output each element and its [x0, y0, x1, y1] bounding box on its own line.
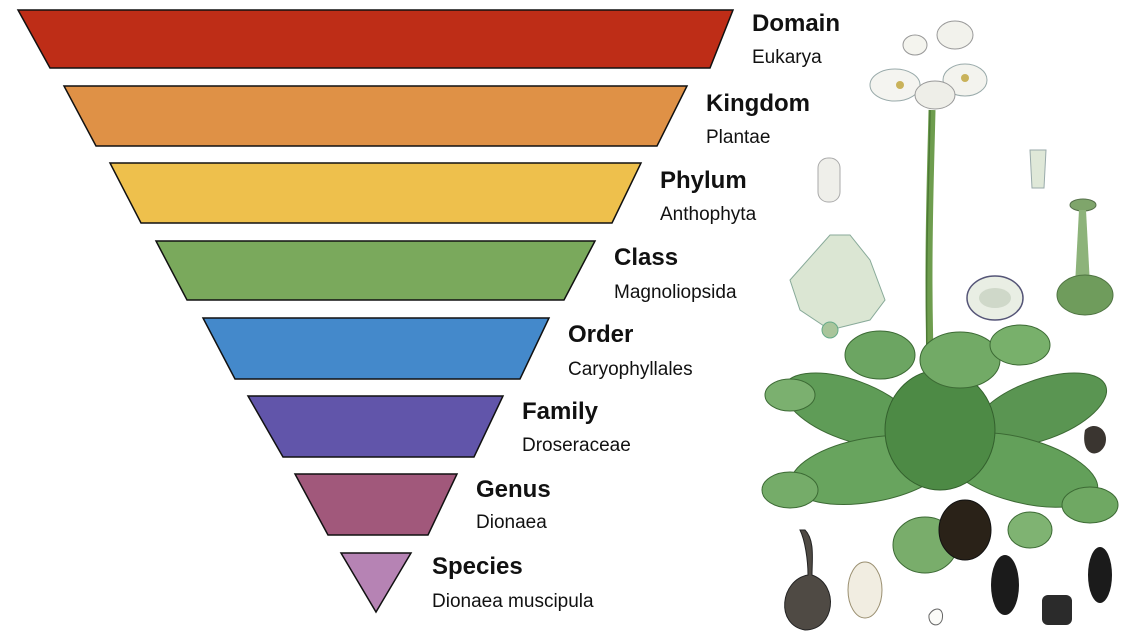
- rank-value-order: Caryophyllales: [568, 360, 693, 379]
- pyramid-band-species: [341, 553, 411, 612]
- pyramid-band-kingdom: [64, 86, 687, 146]
- rank-name-phylum: Phylum: [660, 169, 747, 193]
- venus-flytrap-illustration: [755, 0, 1136, 639]
- pyramid-band-domain: [18, 10, 733, 68]
- rank-value-genus: Dionaea: [476, 513, 547, 532]
- rank-value-phylum: Anthophyta: [660, 205, 756, 224]
- rank-name-genus: Genus: [476, 478, 551, 502]
- rank-value-species: Dionaea muscipula: [432, 592, 594, 611]
- pyramid-band-family: [248, 396, 503, 457]
- trap-leaves: [762, 325, 1118, 573]
- rank-name-species: Species: [432, 555, 523, 579]
- rank-name-family: Family: [522, 400, 598, 424]
- detail-figures: [790, 150, 1113, 338]
- pyramid-band-class: [156, 241, 595, 300]
- rank-value-family: Droseraceae: [522, 436, 631, 455]
- rank-value-class: Magnoliopsida: [614, 283, 737, 302]
- pyramid-band-phylum: [110, 163, 641, 223]
- rank-name-class: Class: [614, 246, 678, 270]
- taxonomy-pyramid: [0, 0, 760, 639]
- pyramid-band-genus: [295, 474, 457, 535]
- rank-name-order: Order: [568, 323, 633, 347]
- pyramid-band-order: [203, 318, 549, 379]
